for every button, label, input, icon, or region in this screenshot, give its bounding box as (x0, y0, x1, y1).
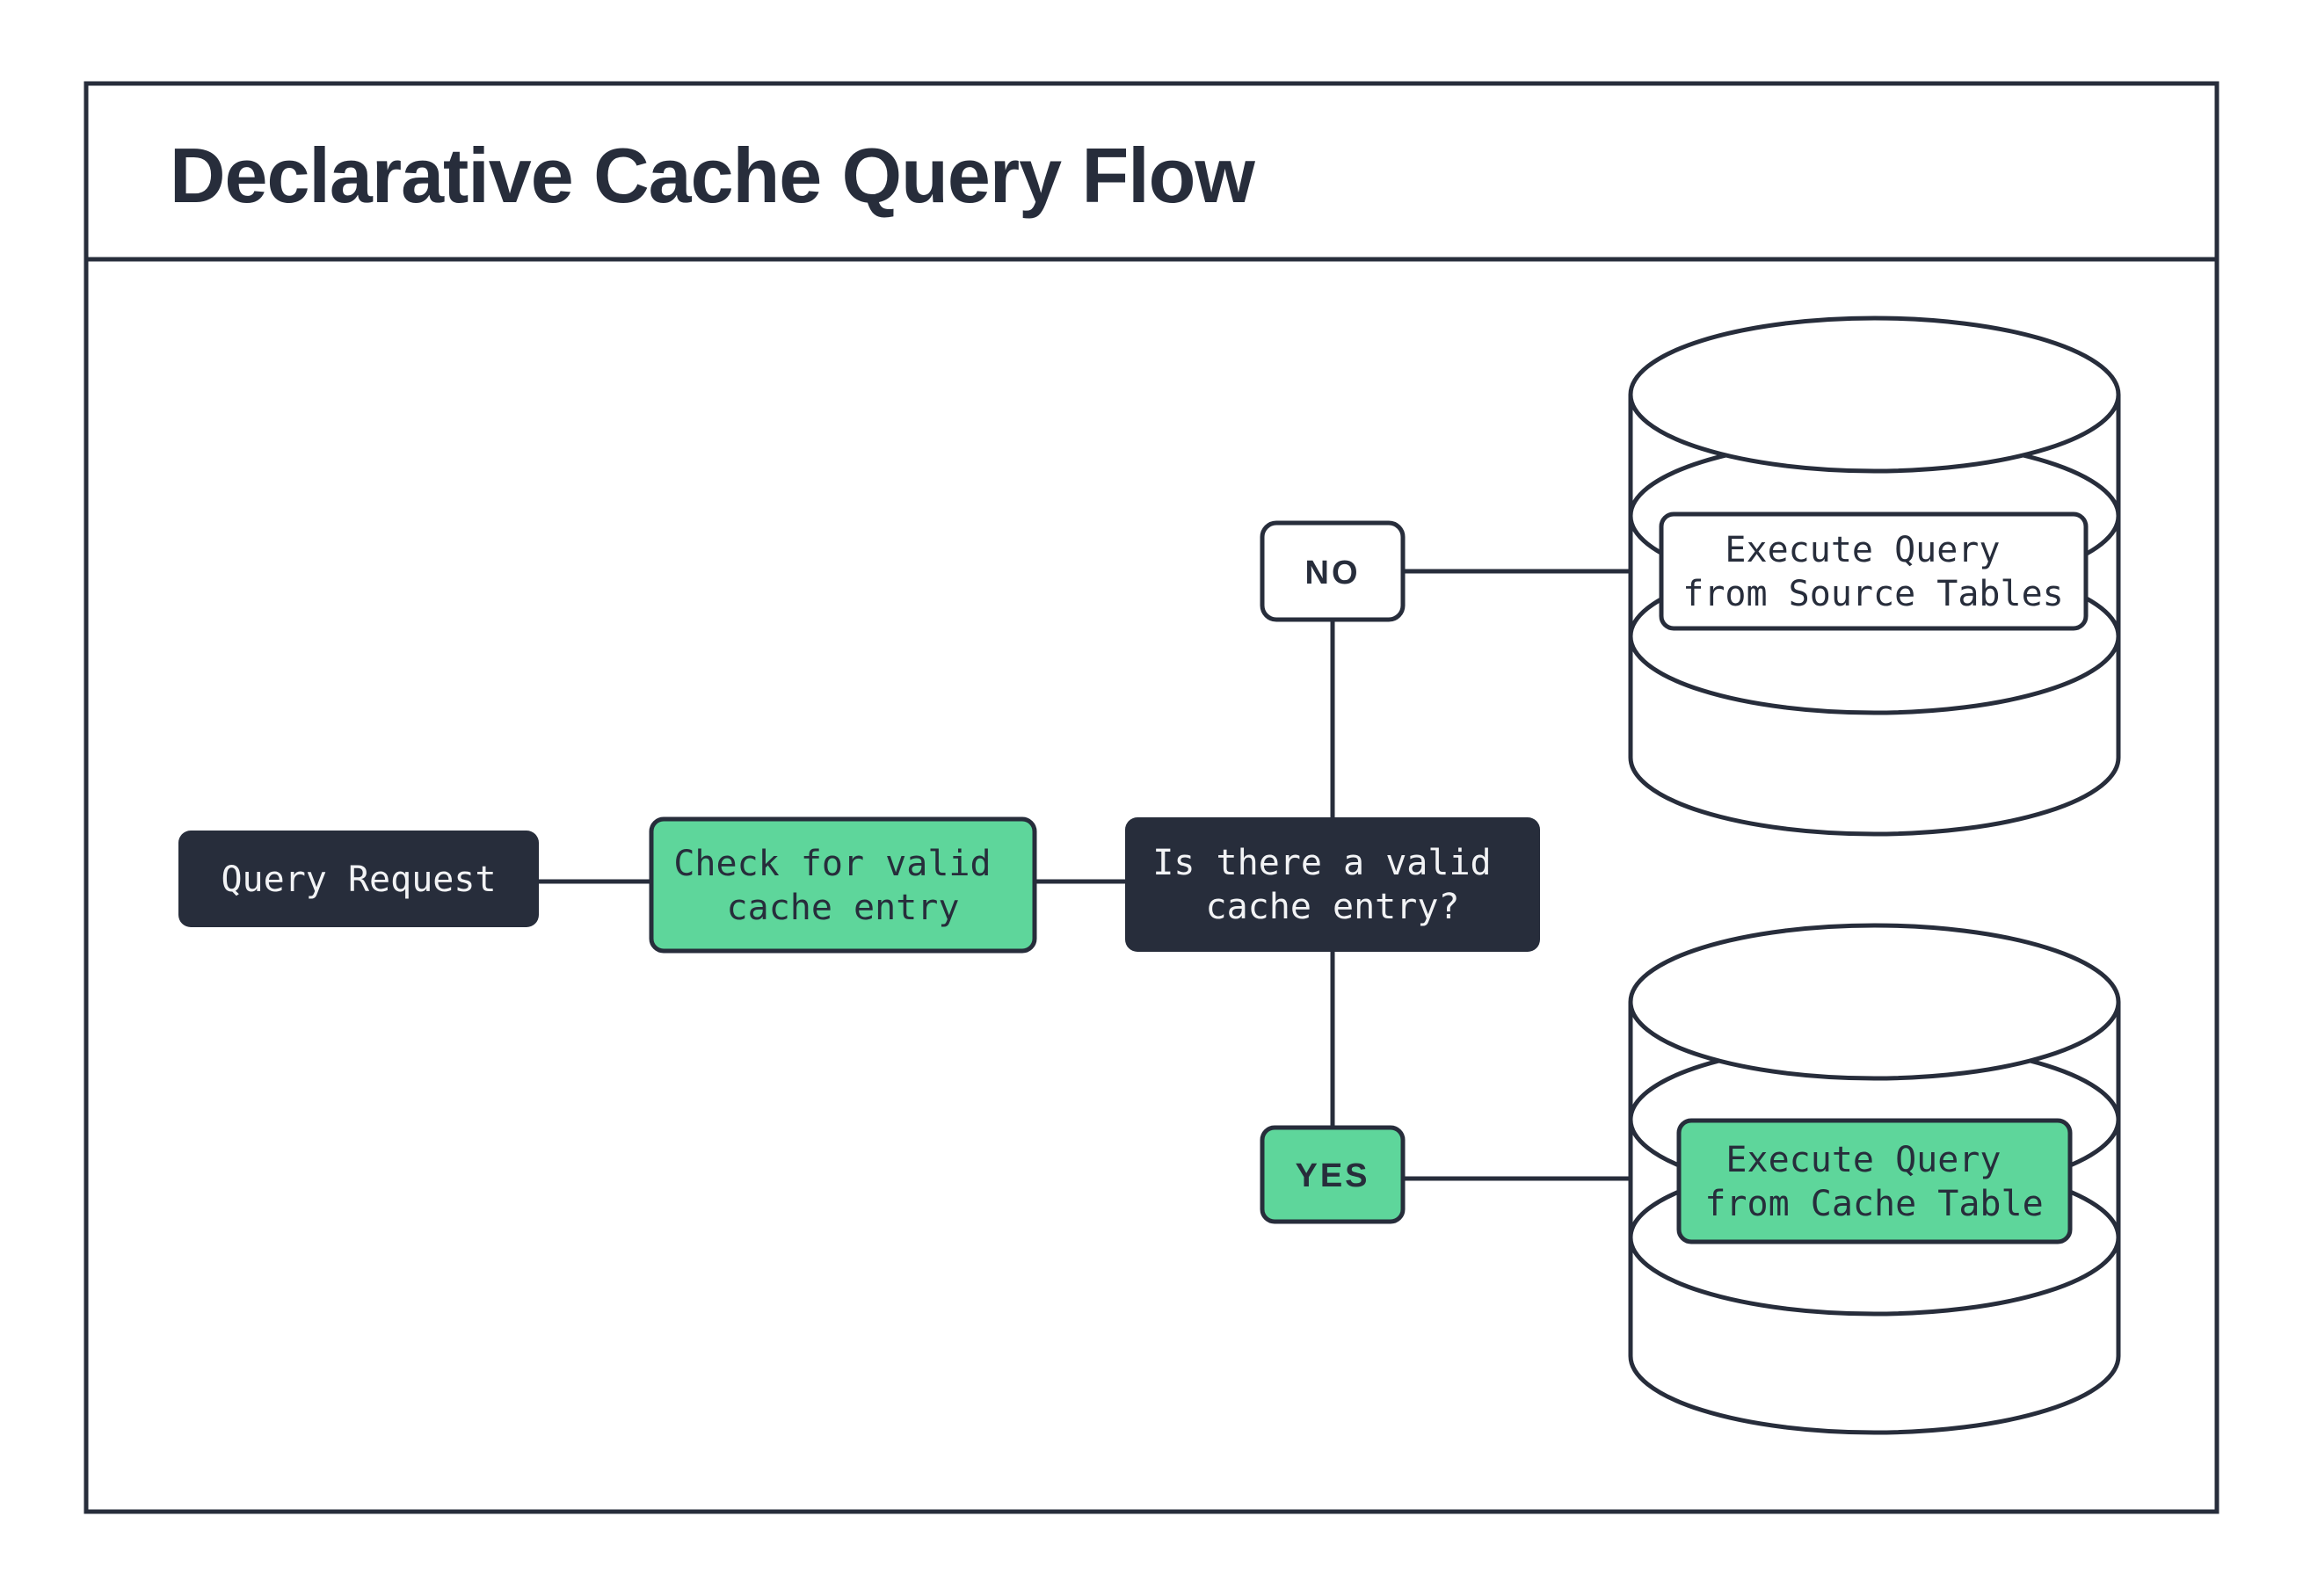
decision-box (1125, 817, 1540, 952)
decision-label: Is there a valid cache entry? (1152, 843, 1512, 927)
source-db-label: Execute Query from Source Tables (1682, 530, 2063, 614)
cache-cylinder-bottom (1628, 1355, 2121, 1435)
node-query-request: Query Request (178, 831, 539, 927)
connectors (539, 569, 1632, 1181)
source-cylinder-bottom (1628, 757, 2121, 837)
check-cache-box (649, 816, 1037, 954)
query-request-box (178, 831, 539, 927)
node-check-cache: Check for valid cache entry (649, 816, 1037, 954)
source-cylinder-top (1628, 316, 2121, 474)
database-icon-source: Execute Query from Source Tables (1628, 316, 2121, 837)
no-badge-box (1260, 520, 1406, 622)
node-yes-branch: YES (1260, 1125, 1406, 1224)
node-no-branch: NO (1260, 520, 1406, 622)
cache-db-label-box (1676, 1118, 2073, 1244)
outer-border (84, 81, 2219, 1514)
yes-badge-label: YES (1295, 1157, 1369, 1194)
cache-cylinder-top (1628, 923, 2121, 1081)
yes-badge-box (1260, 1125, 1406, 1224)
page-title: Declarative Cache Query Flow (170, 132, 1255, 219)
source-cylinder-sides (1628, 395, 2121, 758)
node-decision: Is there a valid cache entry? (1125, 817, 1540, 952)
check-cache-label: Check for valid cache entry (673, 844, 1012, 928)
database-icon-cache: Execute Query from Cache Table (1628, 923, 2121, 1435)
query-request-label: Query Request (221, 860, 496, 900)
no-badge-label: NO (1305, 555, 1361, 591)
source-db-label-box (1659, 511, 2089, 631)
frame: Declarative Cache Query Flow (84, 81, 2219, 1514)
cache-cylinder-sides (1628, 1002, 2121, 1356)
cache-db-label: Execute Query from Cache Table (1704, 1140, 2043, 1224)
